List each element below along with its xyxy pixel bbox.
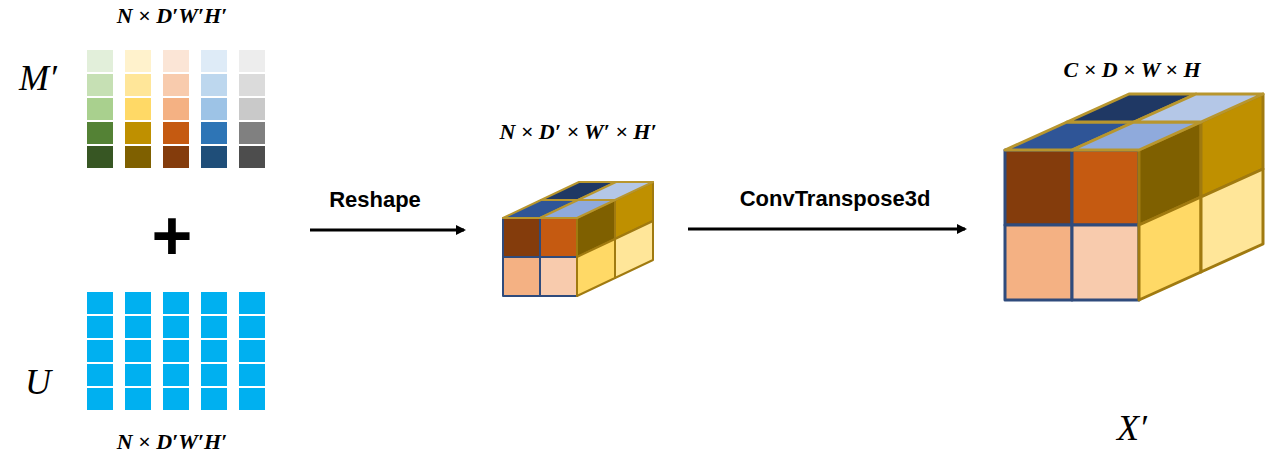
u-cell <box>201 292 227 314</box>
tensor-name: X′ <box>1117 410 1147 446</box>
m-cell <box>163 146 189 168</box>
u-cell <box>239 364 265 386</box>
matrices <box>87 50 265 410</box>
u-cell <box>163 364 189 386</box>
cube-top-tile <box>1134 94 1263 122</box>
cube-side-tile <box>577 239 615 296</box>
u-cell <box>87 364 113 386</box>
m-cell <box>201 98 227 120</box>
operation-label: Reshape <box>329 189 421 211</box>
m-cell <box>239 146 265 168</box>
m-cell <box>239 98 265 120</box>
m-cell <box>201 122 227 144</box>
operation-label: ConvTranspose3d <box>740 188 931 210</box>
u-cell <box>125 316 151 338</box>
matrix-name: U <box>25 364 51 400</box>
u-cell <box>201 364 227 386</box>
reshape-arrow <box>310 229 464 232</box>
u-cell <box>201 340 227 362</box>
u-cell <box>125 340 151 362</box>
dimension-label: N × D′W′H′ <box>117 431 228 453</box>
m-cell <box>201 146 227 168</box>
cube-front-tile <box>540 218 577 257</box>
m-cell <box>163 50 189 72</box>
u-cell <box>163 388 189 410</box>
u-cell <box>125 388 151 410</box>
u-cell <box>201 316 227 338</box>
m-cell <box>125 74 151 96</box>
convtranspose-arrow <box>688 228 965 231</box>
plus-sign: + <box>152 201 193 271</box>
m-cell <box>87 74 113 96</box>
u-cell <box>239 292 265 314</box>
m-cell <box>239 74 265 96</box>
m-cell <box>125 122 151 144</box>
cube-side-tile <box>1201 169 1263 272</box>
m-cell <box>163 122 189 144</box>
u-cell <box>239 316 265 338</box>
dimension-label: N × D′ × W′ × H′ <box>499 121 656 143</box>
m-cell <box>87 146 113 168</box>
cube-front-tile <box>1005 225 1072 300</box>
u-cell <box>87 292 113 314</box>
cube-front-tile <box>1005 150 1072 225</box>
u-cell <box>87 340 113 362</box>
u-cell <box>163 316 189 338</box>
m-cell <box>87 98 113 120</box>
dimension-label: N × D′W′H′ <box>117 5 228 27</box>
u-cell <box>87 388 113 410</box>
u-cell <box>201 388 227 410</box>
m-cell <box>201 74 227 96</box>
cube-top-tile <box>1072 122 1201 150</box>
m-cell <box>87 50 113 72</box>
m-cell <box>239 122 265 144</box>
cube-front-tile <box>1072 150 1139 225</box>
u-cell <box>163 292 189 314</box>
u-cell <box>125 364 151 386</box>
dimension-label: C × D × W × H <box>1063 59 1200 81</box>
m-cell <box>163 74 189 96</box>
u-cell <box>163 340 189 362</box>
u-cell <box>239 388 265 410</box>
m-cell <box>125 50 151 72</box>
cube-side-tile <box>1139 197 1201 300</box>
u-cell <box>87 316 113 338</box>
cube-top-tile <box>578 182 653 200</box>
cube-side-tile <box>615 221 653 278</box>
matrix-name: M′ <box>19 60 57 96</box>
u-cell <box>125 292 151 314</box>
m-cell <box>125 98 151 120</box>
m-cell <box>125 146 151 168</box>
cube-front-tile <box>540 257 577 296</box>
m-cell <box>87 122 113 144</box>
cube-front-tile <box>1072 225 1139 300</box>
cube-top-tile <box>540 200 615 218</box>
m-cell <box>201 50 227 72</box>
u-cell <box>239 340 265 362</box>
m-cell <box>239 50 265 72</box>
m-cell <box>163 98 189 120</box>
cube-front-tile <box>503 218 540 257</box>
cube-front-tile <box>503 257 540 296</box>
